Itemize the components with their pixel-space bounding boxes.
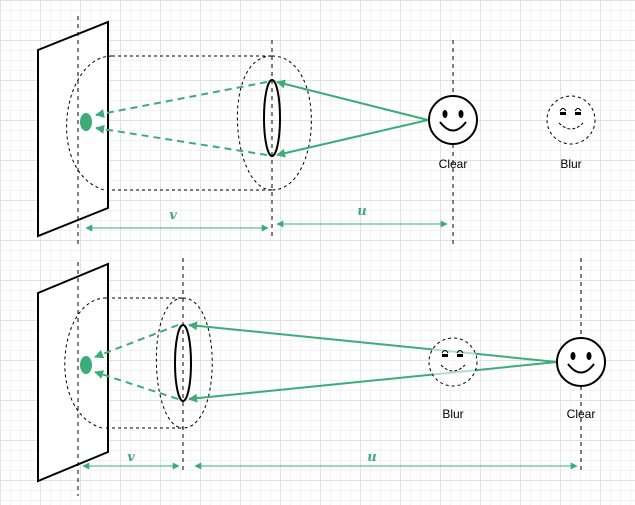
camera-body-outline bbox=[66, 55, 312, 191]
image-distance-label: v bbox=[127, 450, 135, 465]
smiley-clear-icon bbox=[556, 337, 606, 387]
lens bbox=[174, 324, 192, 402]
image-distance-label: v bbox=[169, 208, 177, 223]
smiley-blur-icon bbox=[546, 95, 596, 145]
ray-to-image-top bbox=[94, 324, 179, 359]
object-distance-label: u bbox=[357, 204, 366, 219]
ray-to-lens-top bbox=[276, 79, 429, 121]
smiley-blur-icon bbox=[428, 337, 478, 387]
smiley-clear-icon bbox=[428, 95, 478, 145]
image-sensor-plate bbox=[37, 20, 109, 238]
image-sensor-plate bbox=[37, 262, 109, 483]
camera-body-outline bbox=[64, 297, 213, 429]
ray-to-lens-bottom bbox=[276, 119, 429, 158]
ray-to-lens-top bbox=[188, 321, 558, 363]
ray-to-image-bottom bbox=[94, 370, 179, 400]
object-label: Clear bbox=[567, 407, 596, 421]
ghost-label: Blur bbox=[442, 407, 463, 421]
image-point bbox=[80, 113, 92, 131]
image-point bbox=[80, 356, 92, 374]
object-distance-label: u bbox=[367, 450, 376, 465]
object-label: Clear bbox=[439, 157, 468, 171]
ghost-label: Blur bbox=[560, 157, 581, 171]
lens bbox=[263, 79, 281, 157]
top-panel: Clear Blur v u bbox=[37, 16, 596, 246]
ray-to-image-top bbox=[95, 81, 268, 118]
bottom-panel: Blur Clear v u bbox=[37, 258, 606, 496]
ray-to-lens-bottom bbox=[188, 361, 558, 403]
ray-to-image-bottom bbox=[95, 124, 268, 156]
